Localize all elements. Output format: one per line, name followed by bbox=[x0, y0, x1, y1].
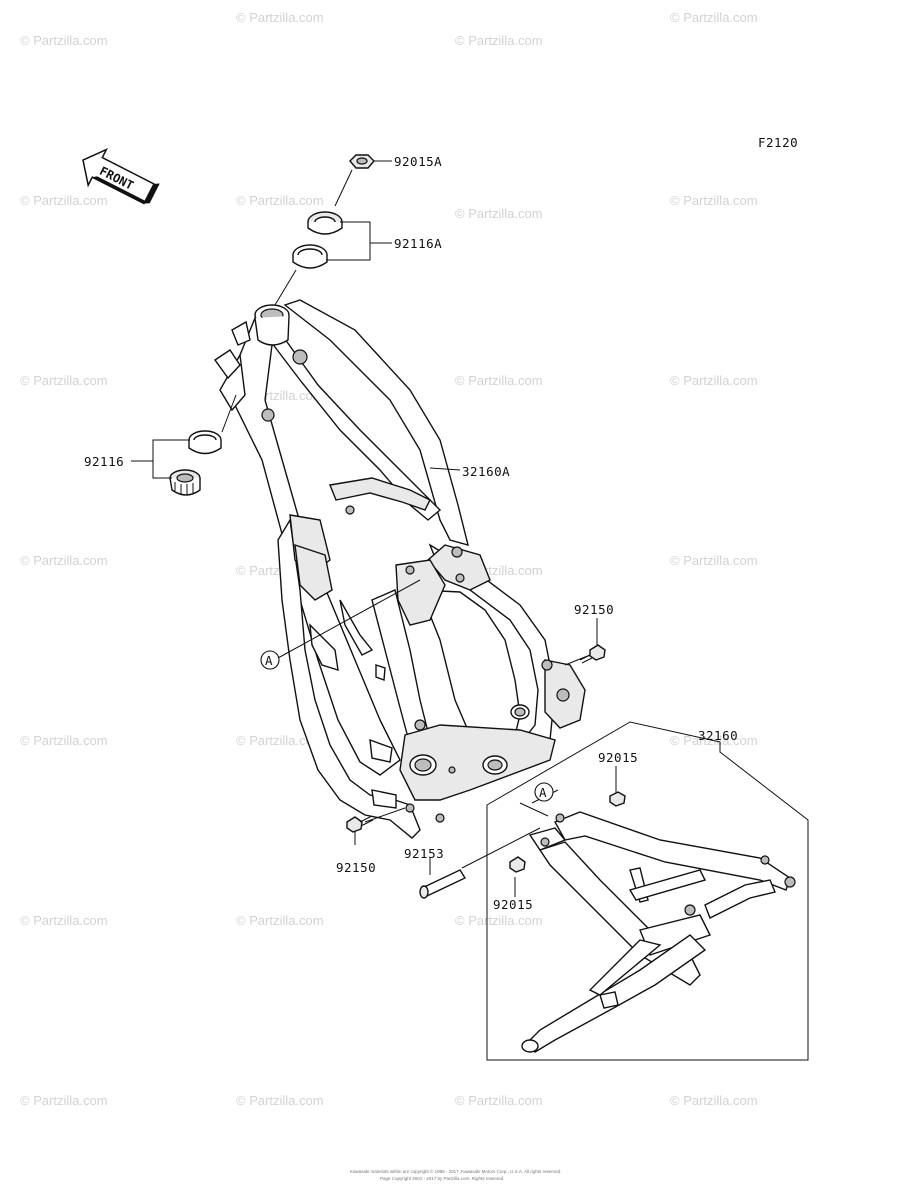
watermark: © Partzilla.com bbox=[236, 913, 324, 928]
watermark: © Partzilla.com bbox=[20, 33, 108, 48]
watermark: © Partzilla.com bbox=[236, 733, 324, 748]
part-label-92015A: 92015A bbox=[394, 154, 442, 169]
part-label-92015-lower: 92015 bbox=[493, 897, 533, 912]
part-labels: 92015A 92116A 92116 32160A 92150 92150 9… bbox=[84, 154, 738, 912]
race-92116A-lower bbox=[292, 244, 328, 269]
part-label-32160A: 32160A bbox=[462, 464, 510, 479]
watermark: © Partzilla.com bbox=[20, 373, 108, 388]
watermark: © Partzilla.com bbox=[455, 206, 543, 221]
watermark: © Partzilla.com bbox=[236, 1093, 324, 1108]
leader-lines bbox=[131, 160, 809, 1061]
watermark: © Partzilla.com bbox=[20, 553, 108, 568]
figure-id: F2120 bbox=[758, 135, 798, 150]
bolt-92150-left bbox=[346, 815, 374, 833]
watermark: © Partzilla.com bbox=[670, 1093, 758, 1108]
watermark: © Partzilla.com bbox=[455, 1093, 543, 1108]
race-92116 bbox=[188, 430, 222, 455]
bearing-92116 bbox=[169, 469, 201, 496]
watermark: © Partzilla.com bbox=[20, 1093, 108, 1108]
watermark: © Partzilla.com bbox=[455, 913, 543, 928]
bolt-92015-upper bbox=[609, 791, 626, 807]
watermark: © Partzilla.com bbox=[20, 733, 108, 748]
part-label-92153: 92153 bbox=[404, 846, 444, 861]
ref-a-sub: A bbox=[534, 782, 554, 802]
bolt-92015-lower bbox=[509, 856, 526, 873]
watermark: © Partzilla.com bbox=[455, 33, 543, 48]
bolt-92153 bbox=[419, 869, 467, 899]
ref-a-main-label: A bbox=[265, 653, 273, 668]
part-label-92116A: 92116A bbox=[394, 236, 442, 251]
watermark: © Partzilla.com bbox=[236, 10, 324, 25]
part-label-92015-upper: 92015 bbox=[598, 750, 638, 765]
copyright-line-2: Page Copyright 2001 - 2017 by Partzilla.… bbox=[380, 1176, 505, 1181]
part-label-92150-left: 92150 bbox=[336, 860, 376, 875]
watermark: © Partzilla.com bbox=[236, 193, 324, 208]
bolt-92150-right bbox=[579, 644, 606, 664]
copyright-line-1: Kawasaki materials within are copyright … bbox=[350, 1168, 561, 1174]
watermark: © Partzilla.com bbox=[455, 373, 543, 388]
subframe-32160 bbox=[521, 811, 796, 1053]
watermark: © Partzilla.com bbox=[20, 193, 108, 208]
watermark: © Partzilla.com bbox=[20, 913, 108, 928]
part-label-92116: 92116 bbox=[84, 454, 124, 469]
watermark: © Partzilla.com bbox=[670, 373, 758, 388]
part-label-92150-right: 92150 bbox=[574, 602, 614, 617]
main-frame-32160A bbox=[214, 299, 586, 839]
watermark: © Partzilla.com bbox=[670, 193, 758, 208]
ref-a-main: A bbox=[260, 650, 280, 670]
part-label-32160: 32160 bbox=[698, 728, 738, 743]
ref-a-sub-label: A bbox=[539, 785, 547, 800]
watermark: © Partzilla.com bbox=[670, 553, 758, 568]
watermark: © Partzilla.com bbox=[670, 10, 758, 25]
race-92116A-upper bbox=[307, 211, 343, 235]
nut-92015A bbox=[349, 154, 375, 169]
